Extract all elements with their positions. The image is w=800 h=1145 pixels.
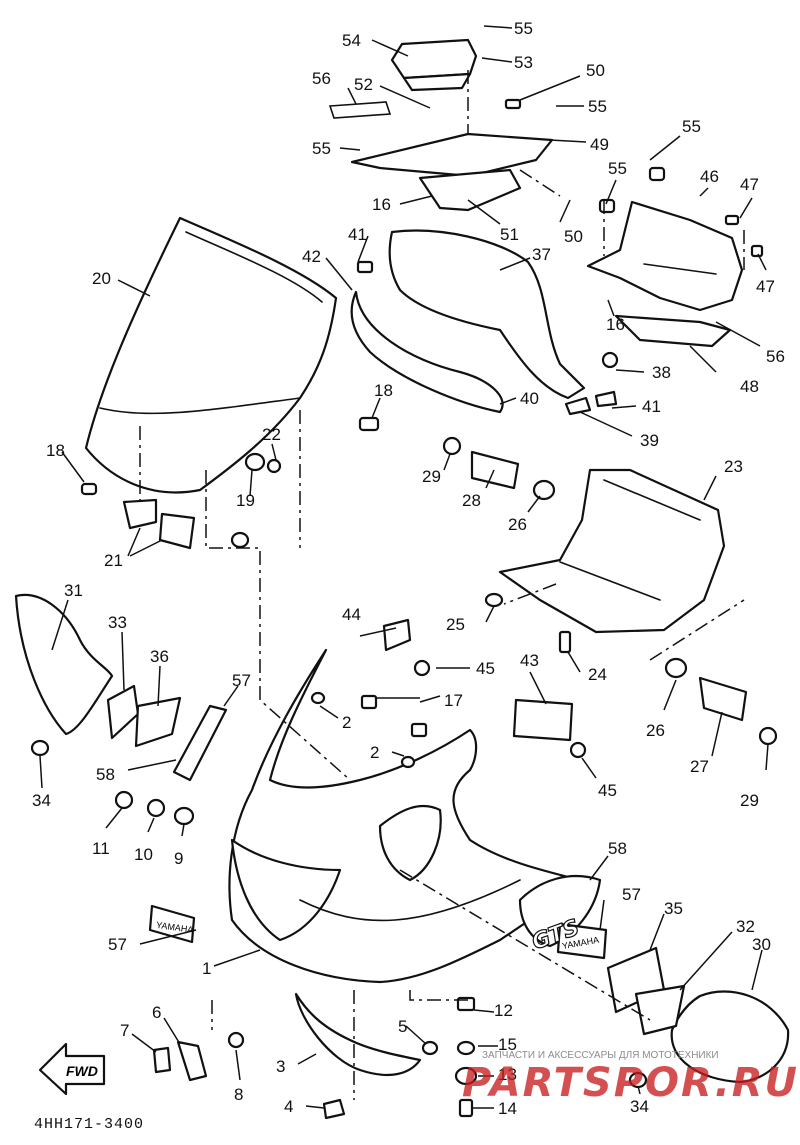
callout-38: 38 xyxy=(652,363,671,382)
callout-45: 45 xyxy=(598,781,617,800)
callout-47: 47 xyxy=(740,175,759,194)
callout-47: 47 xyxy=(756,277,775,296)
callout-32: 32 xyxy=(736,917,755,936)
callout-30: 30 xyxy=(752,935,771,954)
callout-45: 45 xyxy=(476,659,495,678)
callout-31: 31 xyxy=(64,581,83,600)
callout-14: 14 xyxy=(498,1099,517,1118)
callout-20: 20 xyxy=(92,269,111,288)
callout-4: 4 xyxy=(284,1097,293,1116)
callout-46: 46 xyxy=(700,167,719,186)
watermark-tagline: ЗАПЧАСТИ И АКСЕССУАРЫ ДЛЯ МОТОТЕХНИКИ xyxy=(482,1050,719,1061)
callout-24: 24 xyxy=(588,665,607,684)
callout-50: 50 xyxy=(586,61,605,80)
callout-44: 44 xyxy=(342,605,361,624)
callout-55: 55 xyxy=(682,117,701,136)
callout-29: 29 xyxy=(740,791,759,810)
callout-53: 53 xyxy=(514,53,533,72)
callout-11: 11 xyxy=(92,839,110,858)
callout-55: 55 xyxy=(514,19,533,38)
callout-18: 18 xyxy=(374,381,393,400)
stay-bracket-right xyxy=(664,657,778,746)
callout-18: 18 xyxy=(46,441,65,460)
callout-10: 10 xyxy=(134,845,153,864)
callout-56: 56 xyxy=(312,69,331,88)
callout-labels: 55 54 53 50 56 52 55 55 49 55 55 46 47 1… xyxy=(32,19,785,1118)
callout-55: 55 xyxy=(312,139,331,158)
callout-19: 19 xyxy=(236,491,255,510)
callout-2: 2 xyxy=(342,713,351,732)
callout-54: 54 xyxy=(342,31,361,50)
callout-28: 28 xyxy=(462,491,481,510)
callout-27: 27 xyxy=(690,757,709,776)
callout-37: 37 xyxy=(532,245,551,264)
callout-17: 17 xyxy=(444,691,463,710)
callout-21: 21 xyxy=(104,551,123,570)
callout-1: 1 xyxy=(202,959,211,978)
inner-panel xyxy=(350,229,619,416)
cowling-stay xyxy=(442,436,726,654)
side-upper-panel xyxy=(586,166,764,348)
callout-25: 25 xyxy=(446,615,465,634)
callout-57: 57 xyxy=(622,885,641,904)
callout-36: 36 xyxy=(150,647,169,666)
callout-48: 48 xyxy=(740,377,759,396)
callout-58: 58 xyxy=(608,839,627,858)
callout-57: 57 xyxy=(232,671,251,690)
alignment-lines xyxy=(139,70,745,1100)
callout-6: 6 xyxy=(152,1003,161,1022)
callout-58: 58 xyxy=(96,765,115,784)
callout-43: 43 xyxy=(520,651,539,670)
callout-34: 34 xyxy=(630,1097,649,1116)
windscreen-decals xyxy=(122,498,196,550)
callout-55: 55 xyxy=(608,159,627,178)
callout-57: 57 xyxy=(108,935,127,954)
callout-40: 40 xyxy=(520,389,539,408)
callout-34: 34 xyxy=(32,791,51,810)
forward-arrow-icon: FWD xyxy=(38,1042,106,1096)
callout-41: 41 xyxy=(348,225,367,244)
callout-52: 52 xyxy=(354,75,373,94)
callout-8: 8 xyxy=(234,1085,243,1104)
diagram-code: 4HH171-3400 xyxy=(34,1116,145,1133)
callout-42: 42 xyxy=(302,247,321,266)
callout-49: 49 xyxy=(590,135,609,154)
callout-35: 35 xyxy=(664,899,683,918)
callout-5: 5 xyxy=(398,1017,407,1036)
callout-33: 33 xyxy=(108,613,127,632)
callout-41: 41 xyxy=(642,397,661,416)
callout-29: 29 xyxy=(422,467,441,486)
windscreen xyxy=(84,216,338,494)
meter-cover xyxy=(328,38,554,212)
callout-7: 7 xyxy=(120,1021,129,1040)
callout-56: 56 xyxy=(766,347,785,366)
upper-cowling xyxy=(148,618,608,984)
callout-3: 3 xyxy=(276,1057,285,1076)
mirror-left xyxy=(14,593,228,782)
callout-2: 2 xyxy=(370,743,379,762)
leader-lines xyxy=(39,25,769,1109)
lower-parts xyxy=(152,992,478,1120)
callout-55: 55 xyxy=(588,97,607,116)
mirror-right xyxy=(606,946,790,1089)
callout-9: 9 xyxy=(174,849,183,868)
callout-13: 13 xyxy=(498,1065,517,1084)
screen-fasteners xyxy=(80,416,380,549)
callout-12: 12 xyxy=(494,1001,513,1020)
callout-26: 26 xyxy=(646,721,665,740)
callout-51: 51 xyxy=(500,225,519,244)
grommets-left xyxy=(114,790,195,826)
callout-16: 16 xyxy=(606,315,625,334)
fwd-label: FWD xyxy=(66,1063,98,1079)
callout-22: 22 xyxy=(262,425,281,444)
callout-15: 15 xyxy=(498,1035,517,1054)
callout-50: 50 xyxy=(564,227,583,246)
watermark-brand: PARTSPOR.RU xyxy=(462,1060,800,1106)
callout-26: 26 xyxy=(508,515,527,534)
callout-16: 16 xyxy=(372,195,391,214)
callout-39: 39 xyxy=(640,431,659,450)
callout-23: 23 xyxy=(724,457,743,476)
